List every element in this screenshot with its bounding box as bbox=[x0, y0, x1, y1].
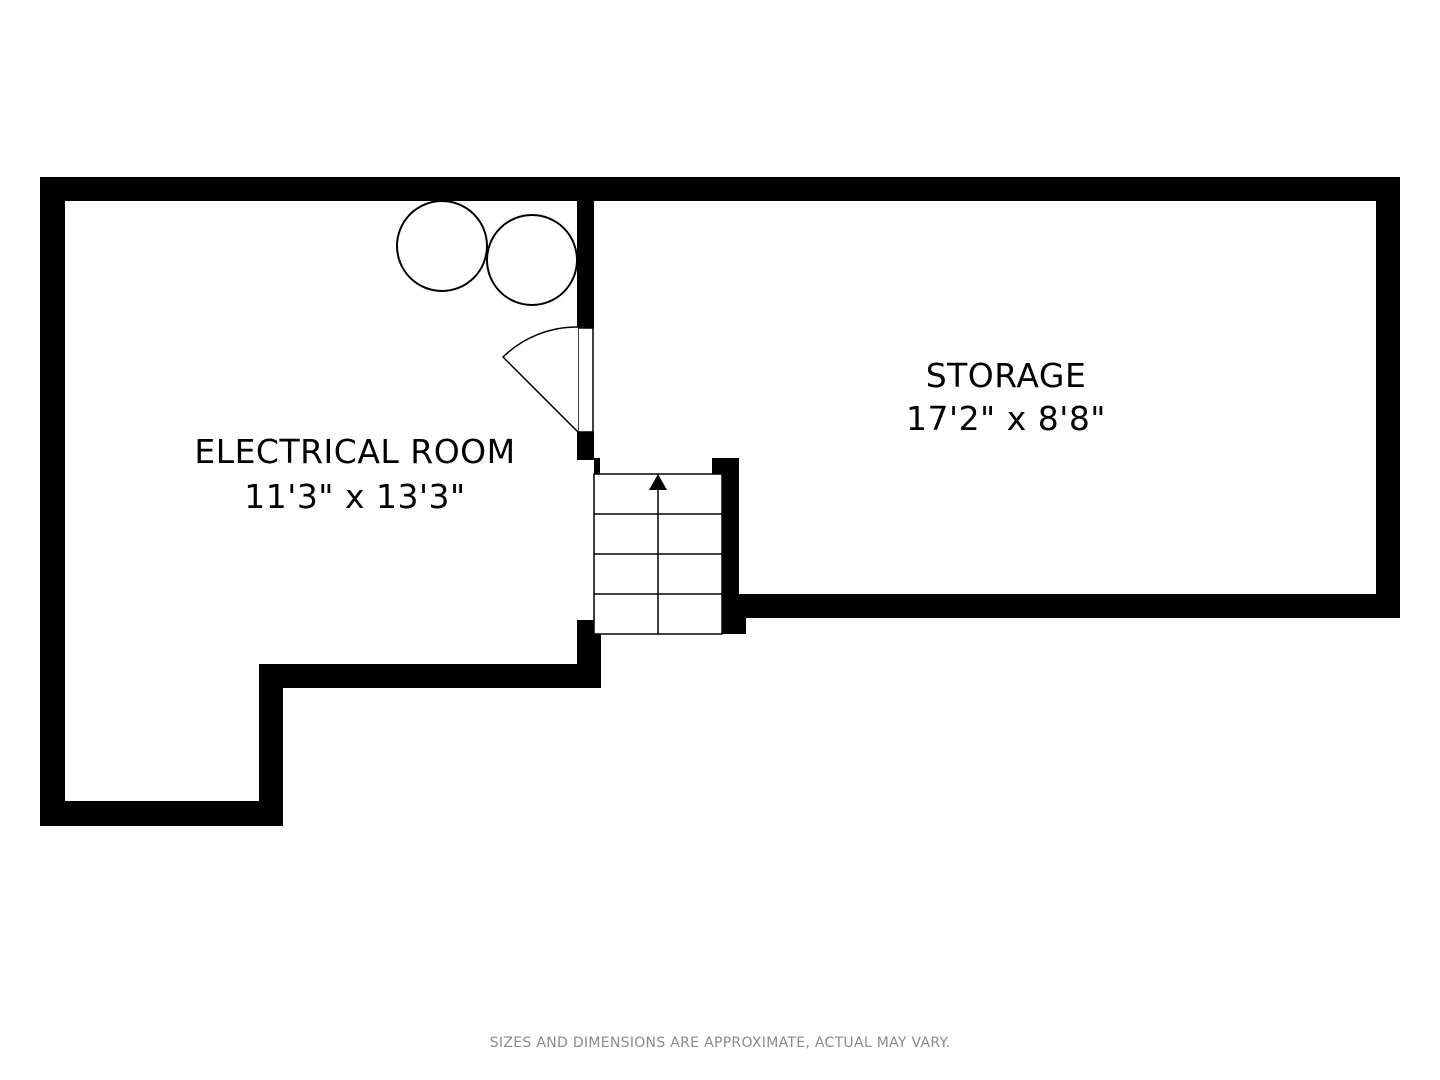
walls bbox=[40, 177, 1400, 826]
electrical-room-dimensions: 11'3" x 13'3" bbox=[244, 477, 465, 516]
storage-room-name: STORAGE bbox=[926, 356, 1087, 395]
storage-room-dimensions: 17'2" x 8'8" bbox=[906, 399, 1106, 438]
wall-stair-right-base bbox=[722, 618, 746, 634]
stairs bbox=[593, 473, 723, 635]
wall-stair-right-cap bbox=[712, 458, 739, 474]
wall-storage-right bbox=[1376, 177, 1400, 618]
door bbox=[501, 326, 594, 433]
wall-electrical-step-vertical bbox=[259, 664, 283, 826]
room-labels: ELECTRICAL ROOM 11'3" x 13'3" STORAGE 17… bbox=[194, 356, 1106, 516]
wall-divider-lower bbox=[577, 432, 594, 460]
wall-stair-right bbox=[722, 458, 739, 634]
wall-electrical-left bbox=[40, 177, 65, 826]
wall-top bbox=[40, 177, 1400, 201]
wall-electrical-bottom-left bbox=[40, 801, 283, 826]
door-swing-arc bbox=[501, 326, 579, 433]
utility-tanks bbox=[396, 200, 578, 306]
wall-divider-upper bbox=[577, 177, 594, 328]
wall-storage-bottom bbox=[722, 594, 1400, 618]
tank-icon bbox=[486, 214, 578, 306]
stair-arrow-icon bbox=[649, 474, 667, 490]
disclaimer-text: SIZES AND DIMENSIONS ARE APPROXIMATE, AC… bbox=[490, 1035, 950, 1051]
electrical-room-name: ELECTRICAL ROOM bbox=[194, 432, 515, 471]
door-opening bbox=[577, 327, 594, 433]
wall-stair-stub-left bbox=[594, 458, 600, 474]
wall-electrical-step-horizontal bbox=[259, 664, 601, 688]
tank-icon bbox=[396, 200, 488, 292]
